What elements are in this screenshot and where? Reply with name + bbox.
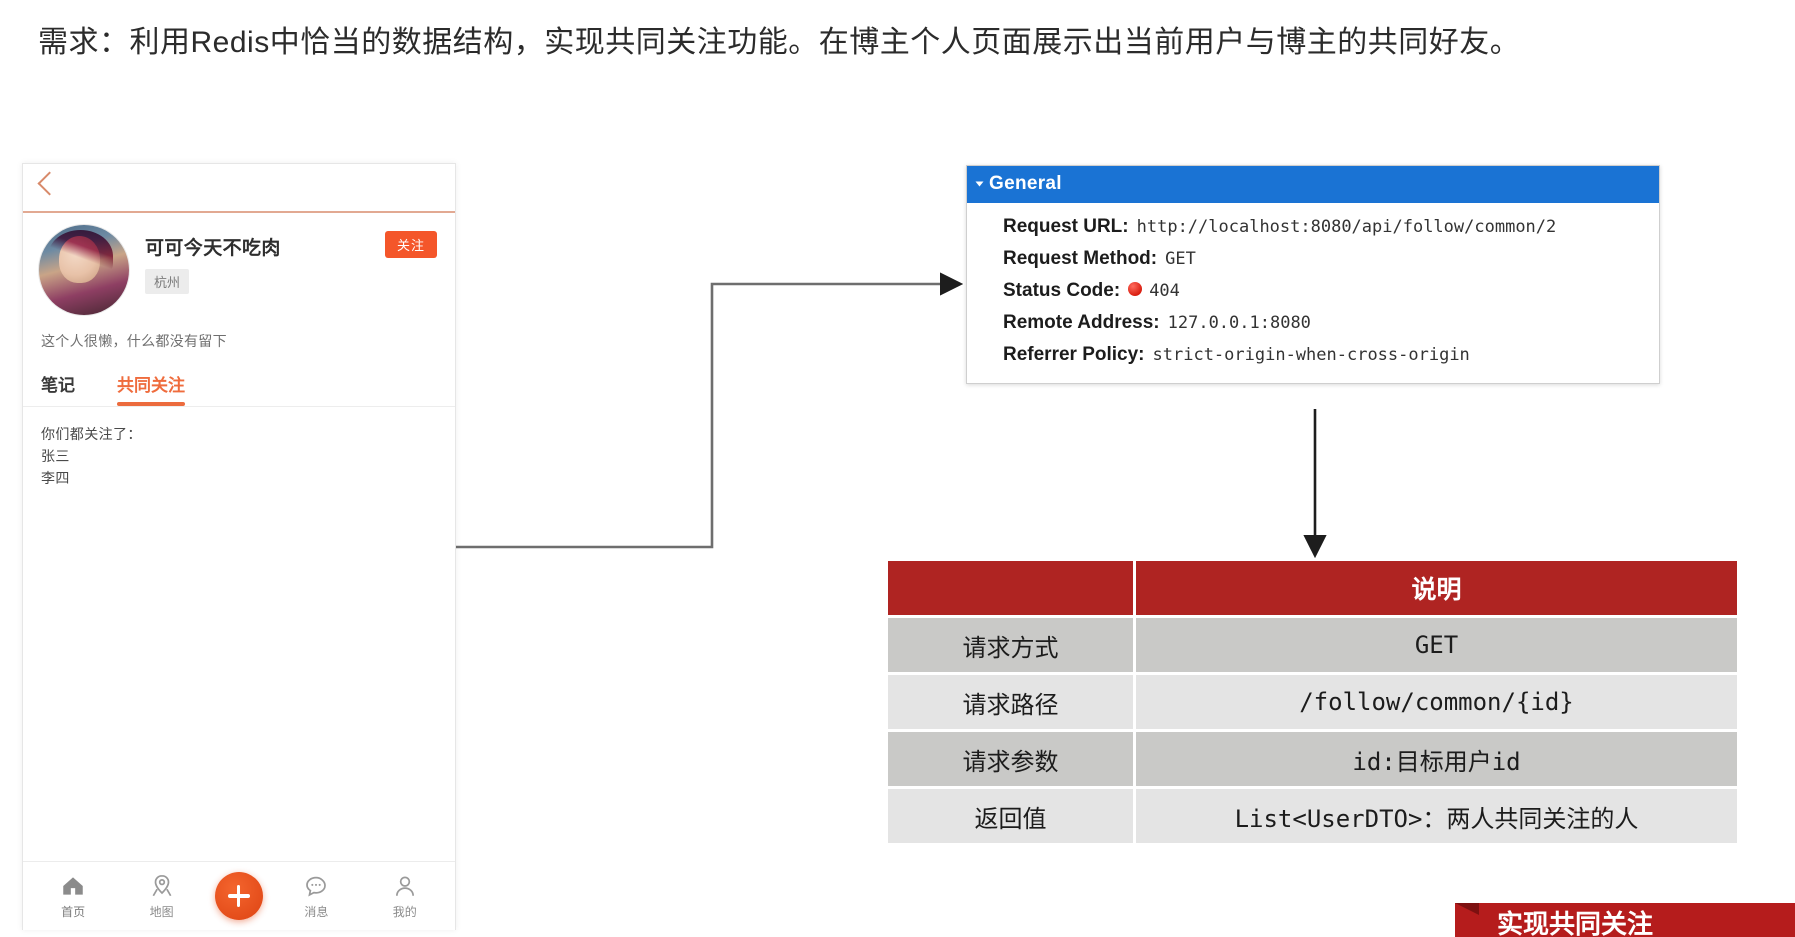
devtools-key: Request URL:: [1003, 216, 1129, 237]
tabbar-item-map[interactable]: 地图: [127, 873, 197, 920]
table-cell-value: id:目标用户id: [1136, 732, 1737, 786]
tabbar-label-profile: 我的: [392, 904, 417, 919]
devtools-key: Remote Address:: [1003, 312, 1160, 333]
table-cell-value: GET: [1136, 618, 1737, 672]
profile-bio: 这个人很懒，什么都没有留下: [41, 333, 227, 349]
follow-button[interactable]: 关注: [384, 231, 437, 258]
profile-location-tag: 杭州: [145, 269, 190, 294]
user-icon: [392, 873, 418, 899]
table-cell-value: /follow/common/{id}: [1136, 675, 1737, 729]
avatar: [39, 225, 129, 315]
devtools-row-referrer-policy: Referrer Policy: strict-origin-when-cros…: [967, 339, 1659, 371]
table-header-description: 说明: [1136, 561, 1737, 615]
common-follow-title: 你们都关注了：: [41, 426, 142, 442]
devtools-value: 404: [1149, 281, 1180, 301]
section-banner-text: 实现共同关注: [1497, 909, 1654, 937]
table-row: 请求方式 GET: [888, 618, 1737, 672]
profile-tabs: 笔记 共同关注: [23, 351, 455, 407]
chevron-down-icon[interactable]: [975, 181, 984, 187]
common-follow-list: 你们都关注了： 张三 李四: [23, 407, 455, 489]
table-cell-label: 请求路径: [888, 675, 1133, 729]
tab-notes[interactable]: 笔记: [41, 376, 75, 395]
table-row: 请求路径 /follow/common/{id}: [888, 675, 1737, 729]
tabbar-item-home[interactable]: 首页: [38, 873, 108, 920]
tab-common-follow[interactable]: 共同关注: [117, 371, 185, 406]
map-pin-icon: [149, 873, 175, 899]
chat-bubble-icon: [303, 873, 329, 899]
devtools-value: GET: [1165, 249, 1196, 269]
devtools-row-remote-address: Remote Address: 127.0.0.1:8080: [967, 307, 1659, 339]
devtools-value: 127.0.0.1:8080: [1167, 313, 1311, 333]
phone-top-bar: [23, 164, 455, 213]
home-icon: [60, 873, 86, 899]
table-header-row: 说明: [888, 561, 1737, 615]
profile-meta: 可可今天不吃肉 杭州: [145, 225, 439, 294]
devtools-general-panel: General Request URL: http://localhost:80…: [966, 165, 1660, 384]
devtools-general-header[interactable]: General: [967, 166, 1659, 203]
plus-button-icon[interactable]: [214, 872, 263, 920]
devtools-value[interactable]: http://localhost:8080/api/follow/common/…: [1136, 217, 1557, 237]
devtools-value: strict-origin-when-cross-origin: [1152, 345, 1470, 365]
table-header-blank: [888, 561, 1133, 615]
table-row: 返回值 List<UserDTO>：两人共同关注的人: [888, 789, 1737, 843]
table-cell-label: 返回值: [888, 789, 1133, 843]
table-cell-value: List<UserDTO>：两人共同关注的人: [1136, 789, 1737, 843]
devtools-row-status-code: Status Code: 404: [967, 275, 1659, 307]
tabbar-label-home: 首页: [61, 904, 86, 919]
profile-header: 可可今天不吃肉 杭州 关注: [23, 213, 455, 315]
list-item: 张三: [41, 448, 70, 464]
devtools-row-request-url: Request URL: http://localhost:8080/api/f…: [967, 211, 1659, 243]
page-title: 需求：利用Redis中恰当的数据结构，实现共同关注功能。在博主个人页面展示出当前…: [38, 26, 1521, 59]
phone-mockup: 可可今天不吃肉 杭州 关注 这个人很懒，什么都没有留下 笔记 共同关注 你们都关…: [22, 163, 456, 930]
tabbar-item-profile[interactable]: 我的: [370, 873, 440, 920]
table-row: 请求参数 id:目标用户id: [888, 732, 1737, 786]
list-item: 李四: [41, 470, 70, 486]
devtools-key: Request Method:: [1003, 248, 1158, 269]
tabbar-label-map: 地图: [149, 904, 174, 919]
profile-nickname: 可可今天不吃肉: [145, 238, 281, 259]
devtools-key: Status Code:: [1003, 280, 1121, 301]
table-cell-label: 请求参数: [888, 732, 1133, 786]
section-banner: 实现共同关注: [1455, 903, 1795, 937]
devtools-row-request-method: Request Method: GET: [967, 243, 1659, 275]
devtools-key: Referrer Policy:: [1003, 344, 1145, 365]
api-spec-table: 说明 请求方式 GET 请求路径 /follow/common/{id} 请求参…: [885, 558, 1740, 846]
bottom-tab-bar: 首页 地图 消息: [23, 861, 455, 930]
table-cell-label: 请求方式: [888, 618, 1133, 672]
status-badge: [1128, 282, 1143, 296]
devtools-general-body: Request URL: http://localhost:8080/api/f…: [967, 203, 1659, 383]
chevron-left-icon[interactable]: [37, 171, 62, 196]
devtools-section-title: General: [989, 173, 1062, 194]
tabbar-label-messages: 消息: [304, 904, 329, 919]
tabbar-item-messages[interactable]: 消息: [281, 873, 351, 920]
